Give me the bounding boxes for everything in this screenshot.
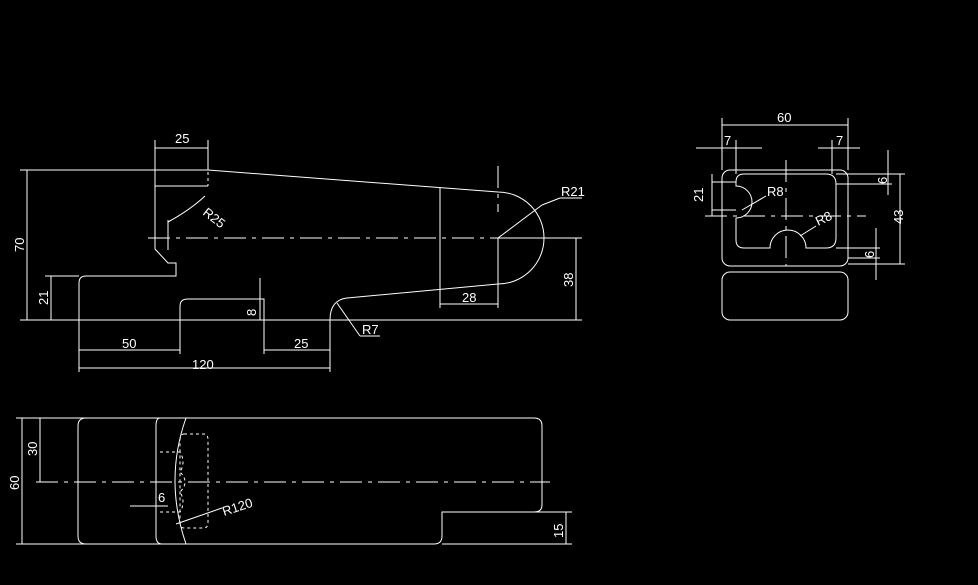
front-view — [20, 140, 582, 372]
side-view — [696, 118, 905, 321]
dim-side-21: 21 — [691, 188, 706, 202]
side-view-upper-body — [721, 169, 849, 267]
dim-top-30: 30 — [25, 442, 40, 456]
dim-leader — [541, 197, 561, 206]
dim-front-offset-50: 50 — [122, 336, 136, 351]
dim-side-43: 43 — [891, 210, 906, 224]
front-view-r25-arc — [167, 195, 206, 223]
dim-leader — [336, 302, 361, 337]
dim-radius-r8-a: R8 — [767, 184, 784, 199]
dim-radius-r8-b: R8 — [813, 208, 834, 229]
dim-front-slot-depth: 8 — [244, 309, 259, 316]
dim-radius-r7: R7 — [362, 322, 379, 337]
top-view-r120-arc — [174, 417, 187, 545]
dim-front-top-width: 25 — [175, 131, 189, 146]
top-view — [16, 417, 572, 545]
dim-top-6: 6 — [158, 490, 165, 505]
dim-leader — [741, 195, 767, 211]
dimension-labels: 25 70 21 50 120 8 25 38 28 R25 R21 R7 60… — [7, 110, 906, 538]
dim-radius-r21: R21 — [561, 184, 585, 199]
dim-leader — [175, 507, 223, 525]
dim-front-slot-25: 25 — [294, 336, 308, 351]
dim-front-boss-28: 28 — [462, 290, 476, 305]
top-view-outline — [77, 417, 543, 545]
dim-side-wall-right: 7 — [836, 133, 843, 148]
dim-front-height: 70 — [12, 238, 27, 252]
dim-side-top-6: 6 — [875, 177, 890, 184]
dim-side-width: 60 — [777, 110, 791, 125]
dim-side-bottom-6: 6 — [862, 251, 877, 258]
dim-top-15: 15 — [551, 524, 566, 538]
dim-side-wall-left: 7 — [724, 133, 731, 148]
dim-front-length-120: 120 — [192, 357, 214, 372]
dim-front-left-step: 21 — [36, 291, 51, 305]
front-view-r21-line — [497, 204, 543, 239]
dim-front-right-height: 38 — [561, 273, 576, 287]
dim-leader — [799, 225, 817, 237]
front-view-slot — [179, 298, 265, 320]
dim-top-60: 60 — [7, 476, 22, 490]
top-view-web — [155, 417, 163, 545]
side-view-pocket — [735, 173, 837, 249]
side-view-lower-body — [721, 271, 849, 321]
